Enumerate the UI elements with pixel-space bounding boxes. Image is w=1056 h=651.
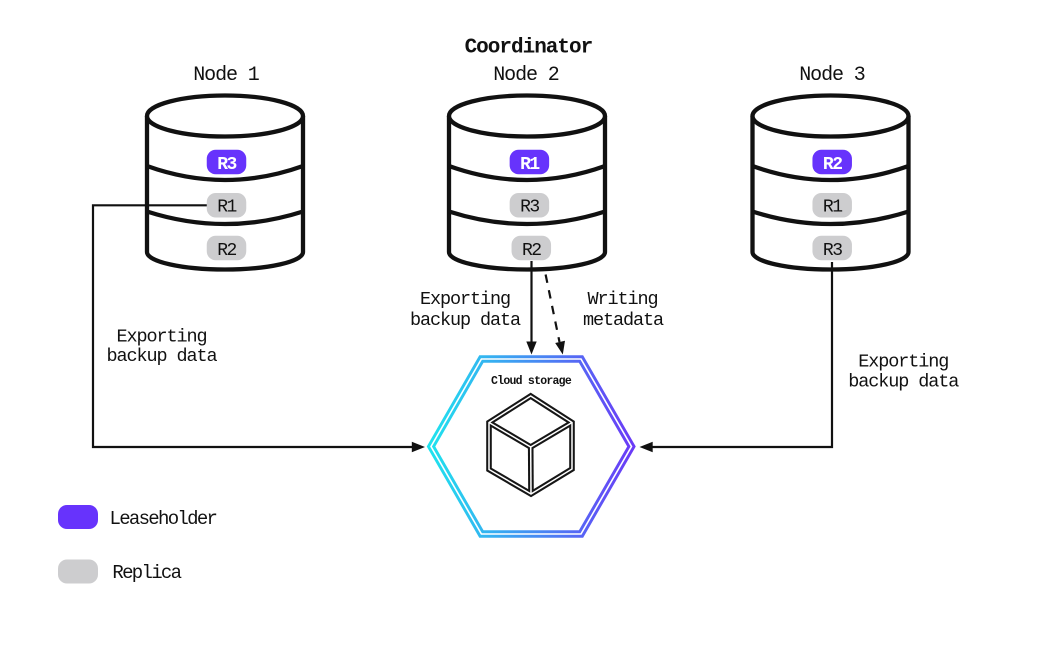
svg-text:backup data: backup data	[106, 346, 217, 367]
svg-text:R1: R1	[520, 155, 540, 175]
svg-text:R1: R1	[823, 198, 842, 218]
svg-text:Cloud storage: Cloud storage	[491, 375, 572, 388]
svg-text:R3: R3	[217, 155, 236, 175]
svg-text:Exporting: Exporting	[116, 327, 206, 348]
svg-text:Replica: Replica	[112, 562, 181, 584]
svg-text:R2: R2	[823, 155, 842, 175]
svg-text:Node 3: Node 3	[799, 64, 865, 87]
svg-text:Writing: Writing	[587, 289, 657, 310]
svg-text:metadata: metadata	[583, 310, 664, 331]
svg-text:Node 2: Node 2	[493, 64, 559, 87]
svg-text:backup data: backup data	[848, 372, 959, 393]
svg-text:Node 1: Node 1	[193, 64, 260, 87]
svg-text:Leaseholder: Leaseholder	[110, 508, 217, 530]
svg-text:Exporting: Exporting	[858, 352, 948, 373]
svg-text:R3: R3	[520, 198, 539, 218]
svg-text:R1: R1	[217, 198, 236, 218]
svg-text:R2: R2	[217, 241, 236, 261]
svg-text:R2: R2	[522, 241, 541, 261]
svg-text:Coordinator: Coordinator	[465, 37, 593, 60]
svg-text:Exporting: Exporting	[420, 289, 510, 310]
svg-text:R3: R3	[823, 241, 842, 261]
svg-text:backup data: backup data	[410, 310, 521, 331]
